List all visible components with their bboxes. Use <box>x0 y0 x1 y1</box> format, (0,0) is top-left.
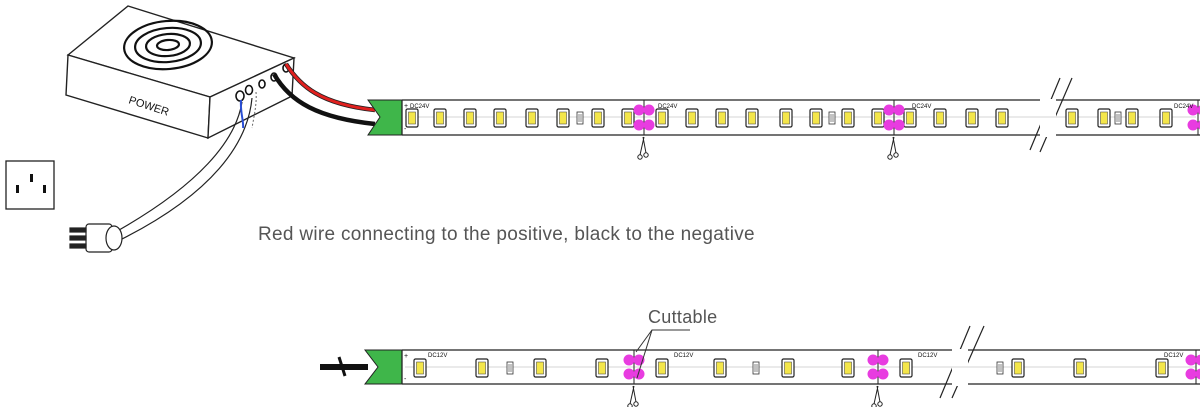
led-row-bottom <box>413 358 1169 378</box>
led-chip <box>809 108 823 128</box>
led-chip <box>899 358 913 378</box>
cut-pad-group <box>1187 100 1200 135</box>
led-chip <box>715 108 729 128</box>
led-chip <box>841 108 855 128</box>
led-chip <box>655 358 669 378</box>
connector-bottom <box>363 349 403 385</box>
cut-pad-group <box>633 100 655 160</box>
resistor-chip <box>752 361 760 375</box>
led-chip <box>591 108 605 128</box>
led-strip-bottom: + - DC12V DC12V DC12V DC12V <box>320 325 1200 407</box>
led-chip <box>713 358 727 378</box>
polarity-plus-bottom: + <box>404 353 408 360</box>
scissors-icon <box>627 385 639 407</box>
led-chip <box>405 108 419 128</box>
voltage-label-bottom-2: DC12V <box>674 353 693 359</box>
led-chip <box>903 108 917 128</box>
cuttable-leaders <box>635 329 690 379</box>
led-chip <box>655 108 669 128</box>
scissors-icon <box>887 136 899 160</box>
led-chip <box>621 108 635 128</box>
wiring-caption: Red wire connecting to the positive, bla… <box>258 224 755 245</box>
led-row-top <box>405 108 1173 128</box>
led-chip <box>1097 108 1111 128</box>
cut-pads-top <box>633 100 1200 160</box>
led-strip-top: + - DC24V DC24V DC24V DC24V <box>367 77 1200 160</box>
power-supply-icon <box>65 5 296 140</box>
connector-top <box>367 99 403 136</box>
led-chip <box>933 108 947 128</box>
resistor-row-top <box>576 111 1122 125</box>
resistor-row-bottom <box>506 361 1004 375</box>
led-chip <box>685 108 699 128</box>
cuttable-label: Cuttable <box>648 307 718 327</box>
led-chip <box>556 108 570 128</box>
led-chip <box>1011 358 1025 378</box>
voltage-label-bottom-1: DC12V <box>428 353 447 359</box>
led-chip <box>745 108 759 128</box>
led-chip <box>781 358 795 378</box>
resistor-chip <box>576 111 584 125</box>
voltage-label-top-2: DC24V <box>658 104 677 110</box>
scissors-icon <box>871 385 883 407</box>
cut-pad-group <box>623 350 645 407</box>
led-chip <box>463 108 477 128</box>
led-chip <box>1065 108 1079 128</box>
cut-pad-group <box>883 100 905 160</box>
plug-icon <box>69 223 123 253</box>
voltage-label-top-4: DC24V <box>1174 104 1193 110</box>
voltage-label-bottom-4: DC12V <box>1164 353 1183 359</box>
cut-pad-group <box>867 350 889 407</box>
led-chip <box>841 358 855 378</box>
voltage-label-top-3: DC24V <box>912 104 931 110</box>
resistor-chip <box>1114 111 1122 125</box>
resistor-chip <box>506 361 514 375</box>
resistor-chip <box>828 111 836 125</box>
led-chip <box>965 108 979 128</box>
led-chip <box>475 358 489 378</box>
led-chip <box>493 108 507 128</box>
led-chip <box>1159 108 1173 128</box>
led-chip <box>595 358 609 378</box>
led-chip <box>1125 108 1139 128</box>
led-chip <box>525 108 539 128</box>
led-chip <box>433 108 447 128</box>
voltage-label-top-1: DC24V <box>410 104 429 110</box>
scissors-icon <box>637 136 649 160</box>
led-chip <box>533 358 547 378</box>
led-chip <box>413 358 427 378</box>
outlet-icon <box>5 160 55 210</box>
polarity-minus-top: - <box>404 126 407 133</box>
led-chip <box>871 108 885 128</box>
dc-output-wires <box>272 62 376 127</box>
led-chip <box>995 108 1009 128</box>
polarity-minus-bottom: - <box>404 376 407 383</box>
led-chip <box>779 108 793 128</box>
polarity-plus-top: + <box>404 103 408 110</box>
led-chip <box>1155 358 1169 378</box>
voltage-label-bottom-3: DC12V <box>918 353 937 359</box>
led-chip <box>1073 358 1087 378</box>
cut-pads-bottom <box>623 350 1200 407</box>
mains-cable <box>111 91 257 243</box>
resistor-chip <box>996 361 1004 375</box>
cut-pad-group <box>1185 350 1200 384</box>
